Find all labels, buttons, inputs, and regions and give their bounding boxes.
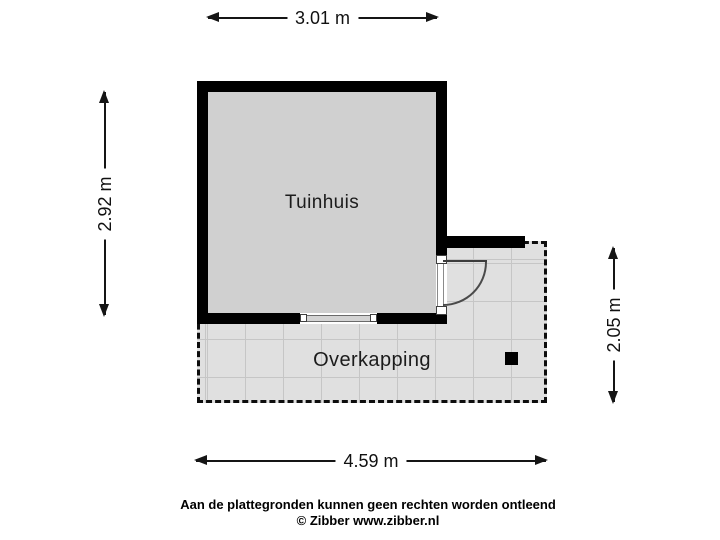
dimension-right-label: 2.05 m [603, 289, 625, 361]
dimension-bottom: 4.59 m [194, 450, 548, 472]
window-jamb-right [370, 314, 377, 322]
window-jamb-left [300, 314, 307, 322]
window-icon [306, 315, 371, 322]
arrowhead-right-icon [426, 12, 439, 22]
overkapping-top-wall [447, 236, 525, 248]
dimension-bottom-label: 4.59 m [335, 450, 407, 472]
arrowhead-up-icon [608, 246, 618, 259]
dimension-left: 2.92 m [94, 90, 116, 317]
footer-copyright: © Zibber www.zibber.nl [296, 513, 440, 528]
tuinhuis-room: Tuinhuis [197, 81, 447, 324]
overkapping-label: Overkapping [313, 349, 431, 371]
footer-disclaimer: Aan de plattegronden kunnen geen rechten… [180, 497, 556, 512]
dimension-right: 2.05 m [603, 246, 625, 404]
footer: Aan de plattegronden kunnen geen rechten… [8, 497, 720, 529]
door-jamb-top [436, 255, 447, 264]
tuinhuis-label: Tuinhuis [284, 192, 360, 213]
arrowhead-down-icon [99, 304, 109, 317]
arrowhead-left-icon [206, 12, 219, 22]
door-leaf-icon [443, 260, 487, 262]
dimension-left-label: 2.92 m [94, 167, 116, 240]
tuinhuis-floor [208, 92, 436, 313]
arrowhead-up-icon [99, 90, 109, 103]
support-post [505, 352, 518, 365]
arrowhead-left-icon [194, 455, 207, 465]
arrowhead-right-icon [535, 455, 548, 465]
dimension-top-label: 3.01 m [286, 7, 359, 29]
dimension-top: 3.01 m [206, 7, 439, 29]
door-jamb-bottom [436, 306, 447, 315]
arrowhead-down-icon [608, 391, 618, 404]
